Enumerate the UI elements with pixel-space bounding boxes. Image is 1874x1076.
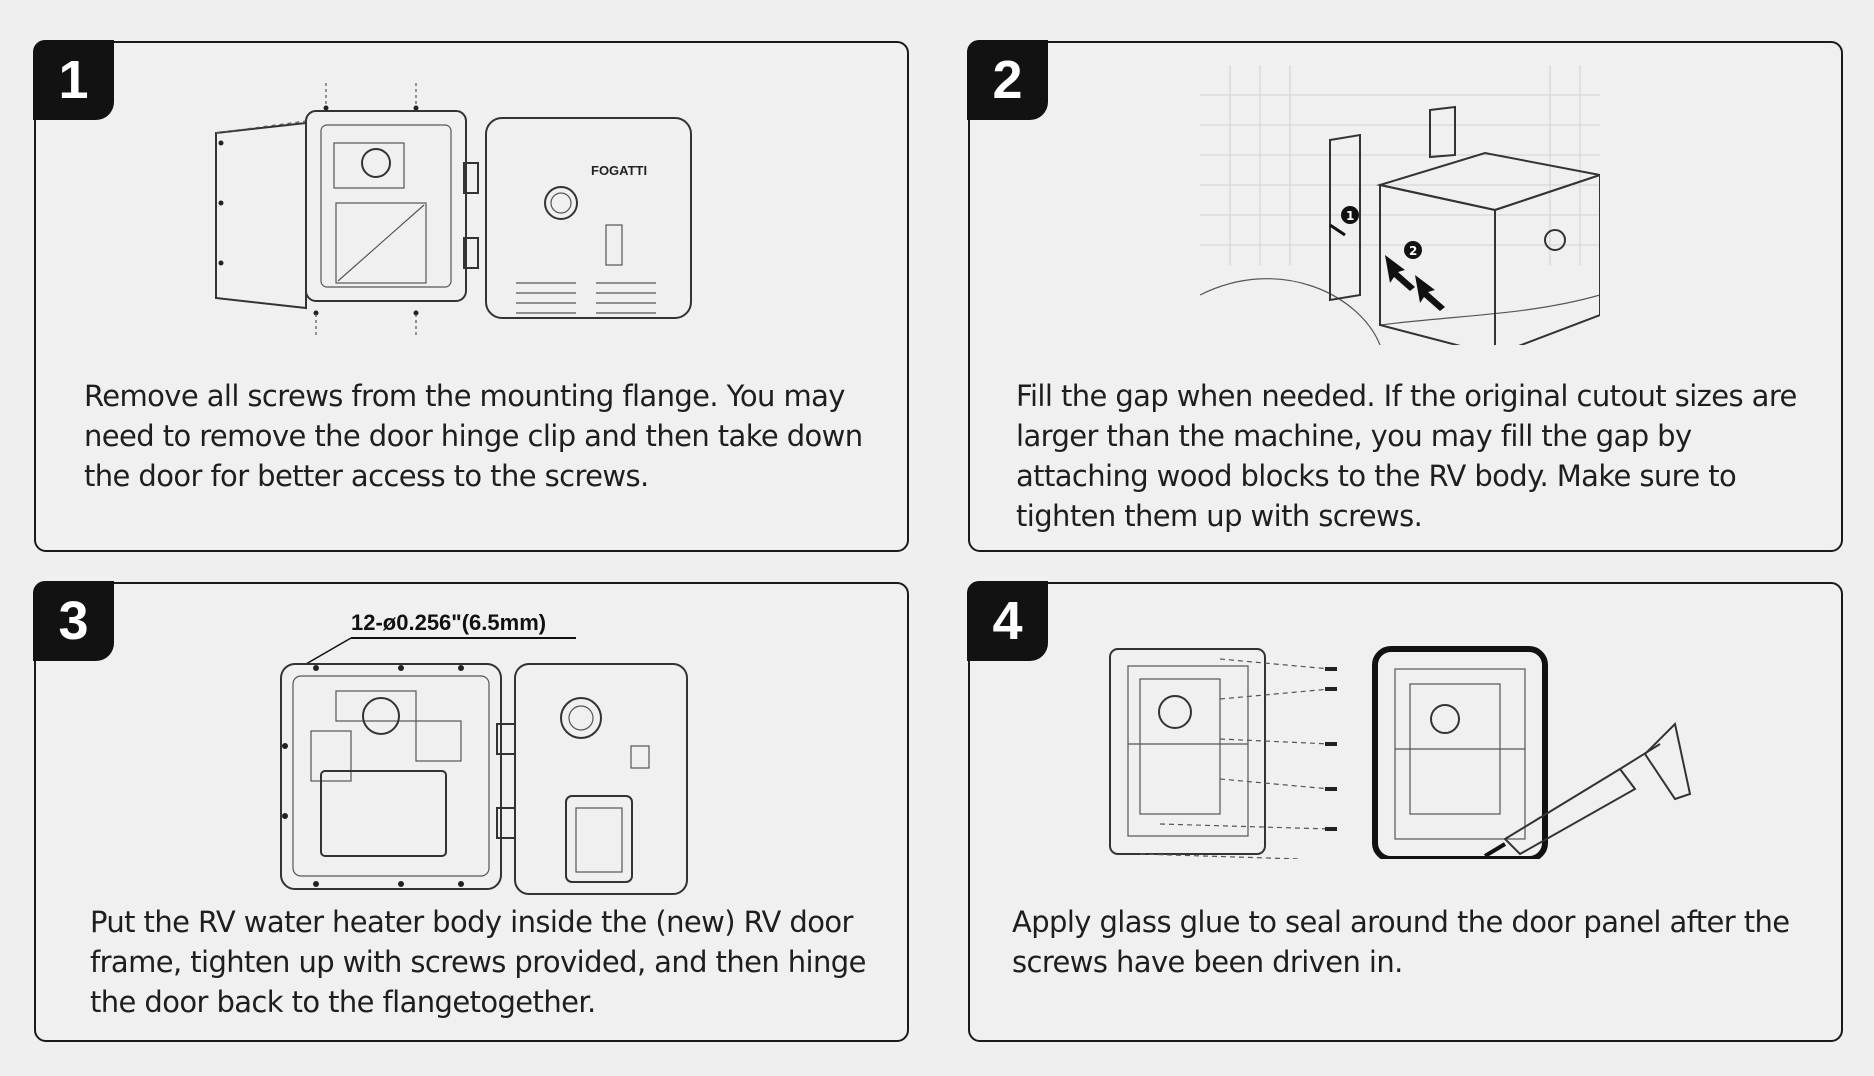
seal-glue-illustration [1109,646,1692,859]
install-body-illustration: 12-ø0.256"(6.5mm) [280,610,688,895]
step-card-2: 2 1 2 Fill the gap when needed. If the o… [967,40,1843,552]
step-number-badge: 1 [33,40,114,120]
step-number-badge: 2 [967,40,1048,120]
step-number-badge: 3 [33,581,114,661]
step-1-instruction: Remove all screws from the mounting flan… [84,379,863,493]
step-card-1: 1 FOGATTI [33,40,909,552]
brand-logo-text: FOGATTI [591,163,647,178]
step-2-instruction: Fill the gap when needed. If the origina… [1016,379,1797,533]
marker-2: 2 [1409,244,1417,258]
screw-dimension-label: 12-ø0.256"(6.5mm) [351,610,546,635]
step-card-3: 3 12-ø0.256"(6.5mm) Put the RV water hea… [33,581,909,1042]
wood-blocks-illustration: 1 2 [1200,65,1600,345]
step-number-badge: 4 [967,581,1048,661]
step-card-4: 4 Apply glass glue to se [967,581,1843,1042]
step-4-instruction: Apply glass glue to seal around the door… [1012,905,1790,979]
step-3-instruction: Put the RV water heater body inside the … [90,905,866,1019]
remove-screws-illustration: FOGATTI [215,83,692,338]
marker-1: 1 [1346,209,1354,223]
